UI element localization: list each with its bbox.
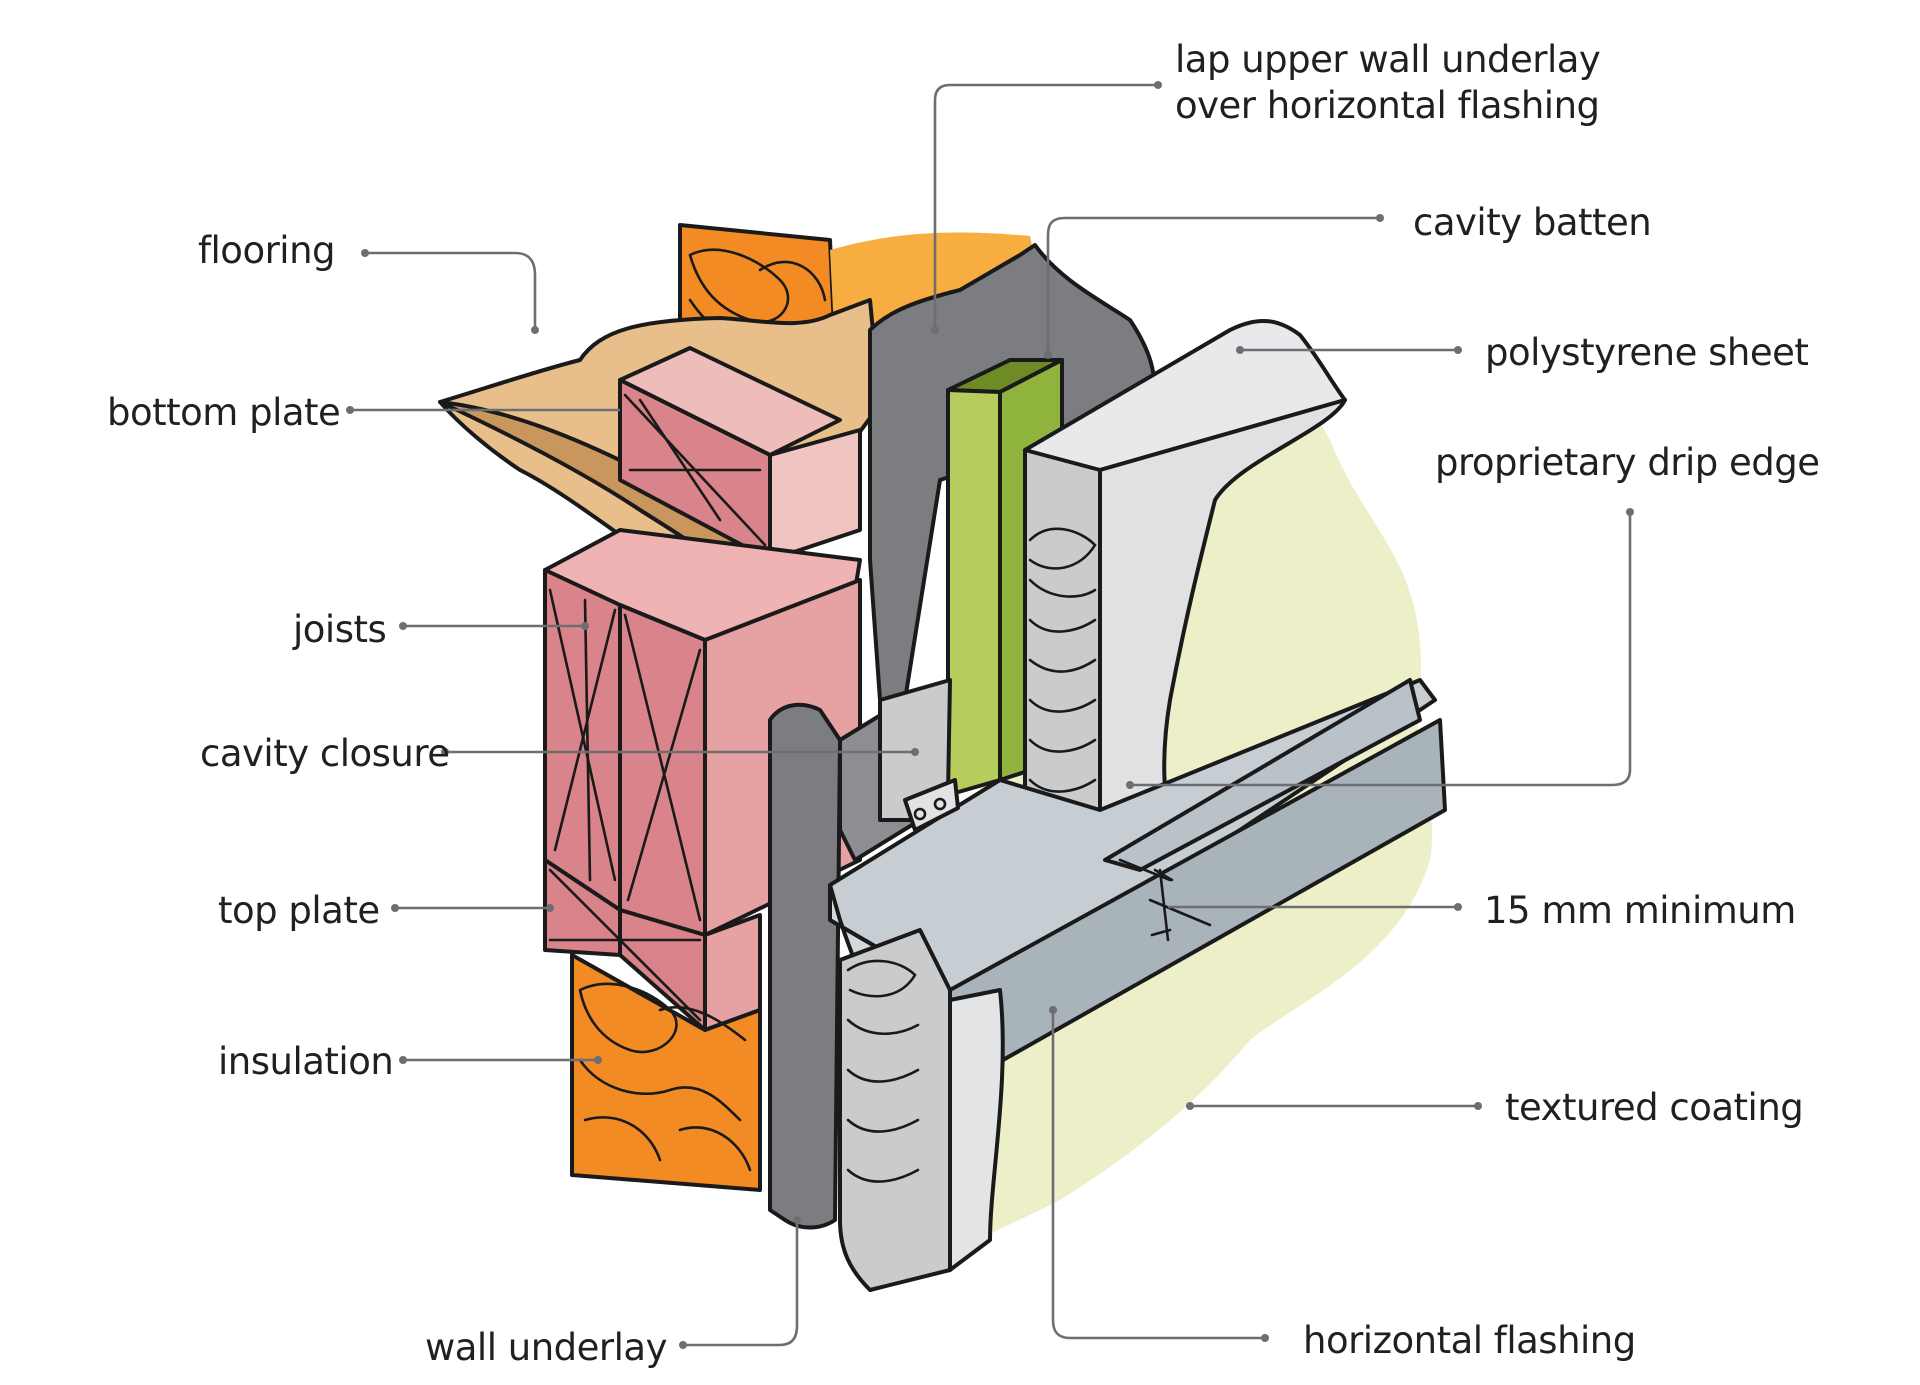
label-proprietary-drip-edge: proprietary drip edge [1435, 441, 1820, 484]
polystyrene-bead-texture [1028, 527, 1097, 793]
bottom-plate-end-face [768, 428, 862, 562]
label-bottom-plate: bottom plate [107, 391, 341, 434]
label-15-mm-minimum: 15 mm minimum [1484, 889, 1796, 932]
label-insulation: insulation [218, 1040, 394, 1083]
label-textured-coating: textured coating [1505, 1086, 1804, 1129]
label-polystyrene-sheet: polystyrene sheet [1485, 331, 1809, 374]
wall-underlay-lower-shape [768, 702, 842, 1230]
label-cavity-batten: cavity batten [1413, 201, 1652, 244]
leader-cavity-batten [1046, 216, 1380, 355]
leader-lap-upper [933, 83, 1158, 330]
closure-hole-1 [913, 807, 927, 821]
leader-flooring [365, 251, 537, 330]
joists-grain [548, 588, 702, 922]
cavity-batten-front-face [946, 388, 1002, 797]
label-horizontal-flashing: horizontal flashing [1303, 1319, 1636, 1362]
leader-wall-underlay [683, 1220, 799, 1347]
label-top-plate: top plate [218, 889, 380, 932]
lower-polystyrene-face [948, 988, 1005, 1272]
lower-insulation-texture [578, 982, 752, 1172]
leader-drip-edge [1130, 512, 1632, 787]
label-cavity-closure: cavity closure [200, 732, 450, 775]
lower-polystyrene-texture [846, 959, 920, 1183]
lower-polystyrene-shape [838, 928, 952, 1292]
dimension-marker [1118, 858, 1212, 942]
label-flooring: flooring [198, 229, 336, 272]
label-wall-underlay: wall underlay [425, 1326, 667, 1369]
polystyrene-top-face [1023, 318, 1347, 472]
flashing-top-edge [1103, 678, 1422, 872]
label-lap-upper-line1: lap upper wall underlay [1175, 38, 1601, 81]
leader-lines [346, 81, 1634, 1349]
label-lap-upper-line2: over horizontal flashing [1175, 84, 1600, 127]
top-plate-grain [548, 868, 702, 1022]
leader-horizontal-flashing [1051, 1010, 1265, 1340]
bottom-plate-grain [623, 393, 767, 547]
closure-hole-2 [933, 797, 947, 811]
label-joists: joists [293, 608, 387, 651]
